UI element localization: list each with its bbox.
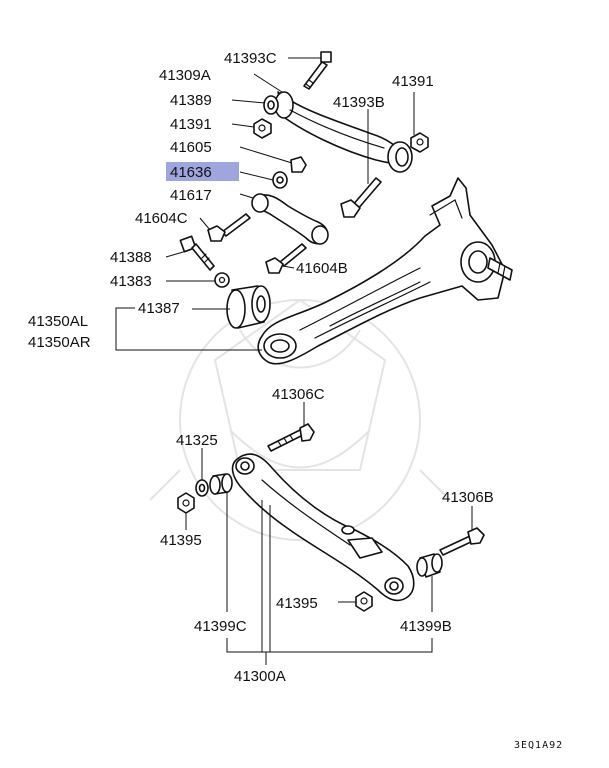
toe-link-41617 — [251, 193, 329, 245]
washer-41389 — [263, 95, 279, 115]
bolt-41393C — [303, 51, 332, 90]
label-41383: 41383 — [110, 273, 152, 290]
label-41350AR: 41350AR — [28, 334, 91, 351]
watermark-emblem — [149, 298, 451, 541]
bushing-41387 — [226, 285, 271, 329]
label-41399B: 41399B — [400, 618, 452, 635]
label-41300A: 41300A — [234, 668, 286, 685]
label-41393C: 41393C — [224, 50, 277, 67]
nut-41391-right — [410, 132, 429, 153]
diagram-code: 3EQ1A92 — [514, 740, 563, 751]
label-41395-mid: 41395 — [276, 595, 318, 612]
nut-41395-mid — [355, 591, 373, 612]
label-41617: 41617 — [170, 187, 212, 204]
label-41309A: 41309A — [159, 67, 211, 84]
label-41636: 41636 — [170, 164, 212, 181]
label-41306C: 41306C — [272, 386, 325, 403]
bushing-41399C — [209, 473, 233, 495]
leader-lines — [115, 57, 473, 665]
label-41388: 41388 — [110, 249, 152, 266]
label-41604B: 41604B — [296, 260, 348, 277]
bolt-41393B — [340, 177, 382, 218]
washer-41325 — [195, 479, 209, 497]
label-41605: 41605 — [170, 139, 212, 156]
label-41393B: 41393B — [333, 94, 385, 111]
bolt-41388 — [179, 235, 215, 271]
nut-41383 — [214, 272, 230, 288]
label-41325: 41325 — [176, 432, 218, 449]
label-41399C: 41399C — [194, 618, 247, 635]
cap-41605 — [290, 156, 307, 173]
lower-arm-41300A — [231, 453, 415, 602]
nut-41395-left — [177, 492, 195, 514]
highlight-41636 — [166, 162, 239, 181]
label-41387: 41387 — [138, 300, 180, 317]
label-41350AL: 41350AL — [28, 313, 88, 330]
label-41306B: 41306B — [442, 489, 494, 506]
bolt-41306B — [439, 527, 485, 556]
bushing-41399B — [416, 553, 443, 578]
label-41391-left: 41391 — [170, 116, 212, 133]
nut-41391-left — [253, 118, 272, 139]
bolt-41604B — [265, 243, 307, 274]
trailing-arm-41350A — [257, 177, 513, 365]
bolt-41306C — [267, 423, 315, 452]
label-41391-right: 41391 — [392, 73, 434, 90]
upper-arm-41309A — [274, 91, 413, 173]
label-41389: 41389 — [170, 92, 212, 109]
label-41395-left: 41395 — [160, 532, 202, 549]
label-41604C: 41604C — [135, 210, 188, 227]
bolt-41604C — [207, 213, 251, 242]
washer-41636 — [272, 171, 288, 189]
